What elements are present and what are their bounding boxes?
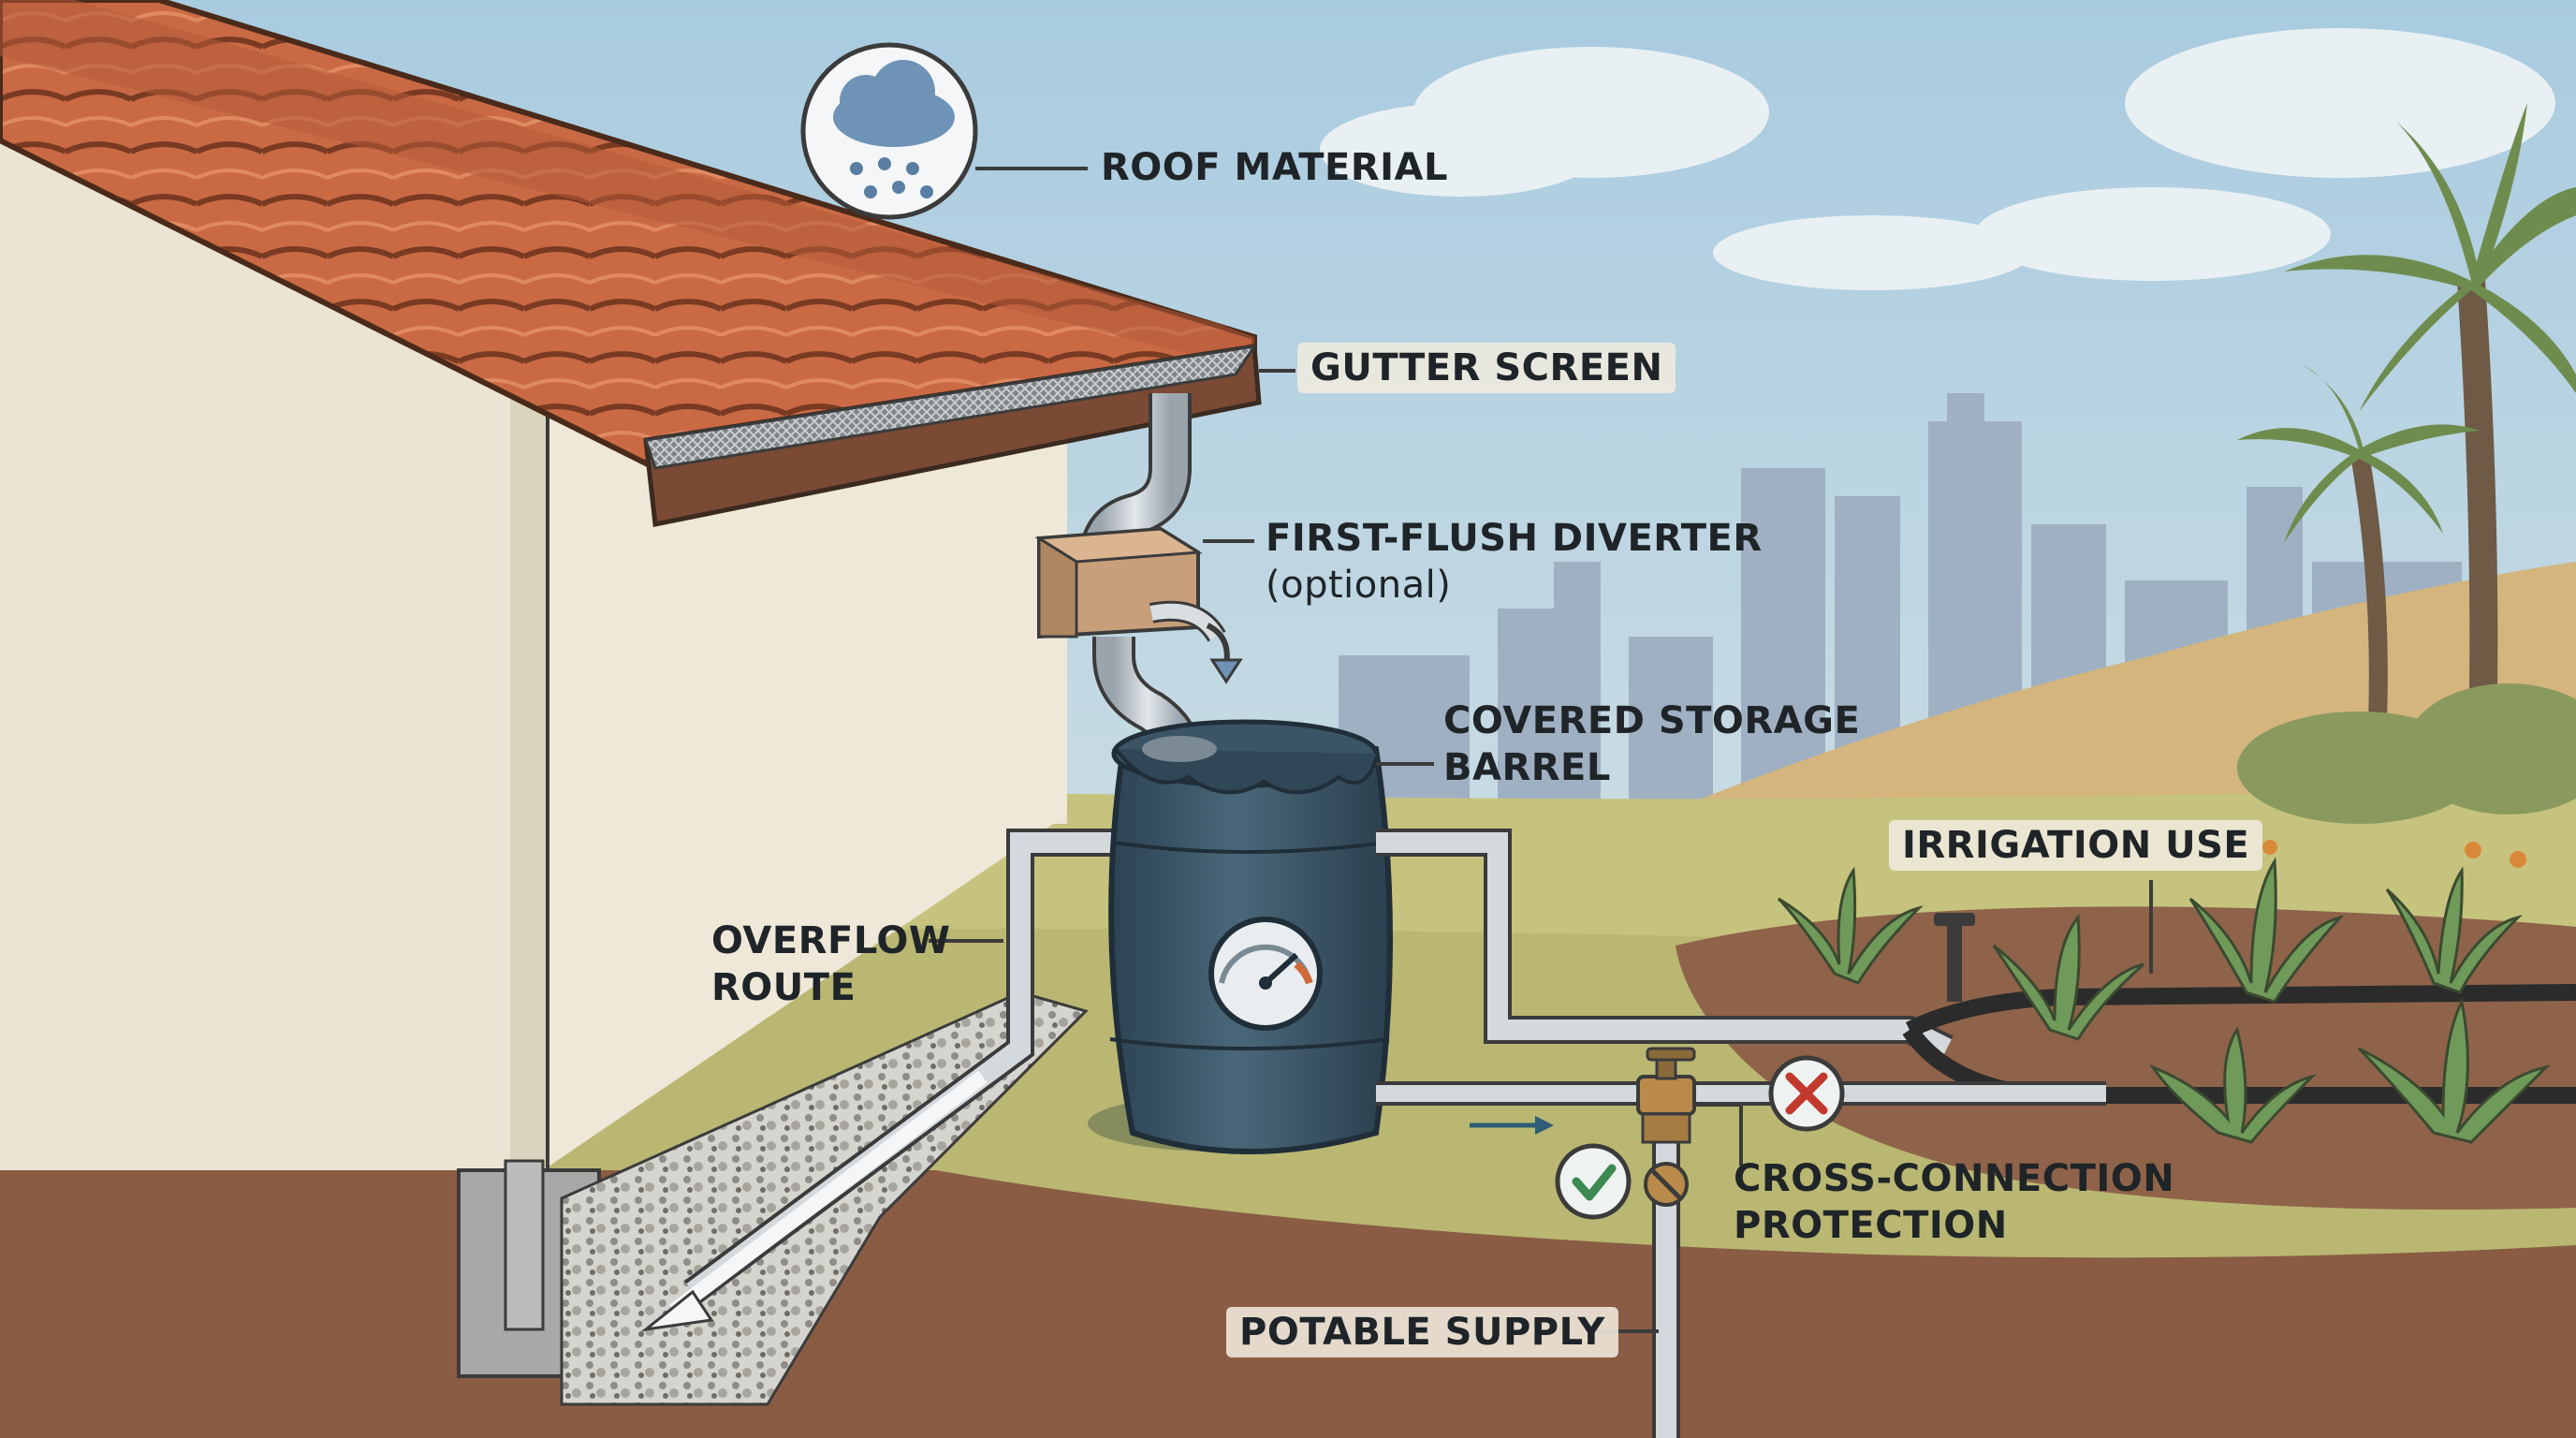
drip-line-1 xyxy=(1905,984,2576,1038)
label-gutter-screen: GUTTER SCREEN xyxy=(1297,343,1676,393)
label-first-flush-note: (optional) xyxy=(1266,564,1452,607)
label-irrigation-use: IRRIGATION USE xyxy=(1889,820,2263,871)
cross-icon xyxy=(1768,1055,1845,1132)
label-cross-line2: PROTECTION xyxy=(1734,1204,2008,1247)
label-cross-connection-protection: CROSS-CONNECTION PROTECTION xyxy=(1734,1155,2174,1249)
backflow-preventer xyxy=(1636,1047,1696,1207)
label-storage-line1: COVERED STORAGE xyxy=(1443,699,1861,742)
label-potable-supply: POTABLE SUPPLY xyxy=(1226,1307,1618,1357)
label-overflow-line2: ROUTE xyxy=(711,966,856,1009)
label-cross-line1: CROSS-CONNECTION xyxy=(1734,1157,2175,1200)
garden-bed xyxy=(1676,906,2576,1210)
gutter-screen-mesh xyxy=(644,344,1258,470)
flow-arrow-icon xyxy=(1470,1116,1554,1135)
check-icon xyxy=(1555,1143,1632,1220)
rain-cloud-icon xyxy=(800,42,978,220)
overflow-arrow-icon xyxy=(640,1070,988,1332)
label-covered-storage-barrel: COVERED STORAGE BARREL xyxy=(1443,697,1860,791)
irrigation-valve xyxy=(1934,913,1975,1002)
label-overflow-route: OVERFLOW ROUTE xyxy=(711,917,951,1011)
label-first-flush-diverter: FIRST-FLUSH DIVERTER (optional) xyxy=(1266,515,1763,609)
clouds xyxy=(1320,28,2555,290)
gauge-icon xyxy=(1208,917,1323,1031)
label-overflow-line1: OVERFLOW xyxy=(711,919,951,962)
label-roof-material: ROOF MATERIAL xyxy=(1101,146,1448,189)
flush-arrow-icon xyxy=(1206,623,1243,684)
label-storage-line2: BARREL xyxy=(1443,746,1611,789)
house-wall-side xyxy=(543,393,1067,1170)
garden-plants xyxy=(1777,857,2551,1144)
palm-tree-right-mid xyxy=(2237,365,2481,722)
label-first-flush-title: FIRST-FLUSH DIVERTER xyxy=(1266,517,1763,560)
house-corner xyxy=(510,393,548,1189)
plant-flowers xyxy=(2262,840,2526,868)
